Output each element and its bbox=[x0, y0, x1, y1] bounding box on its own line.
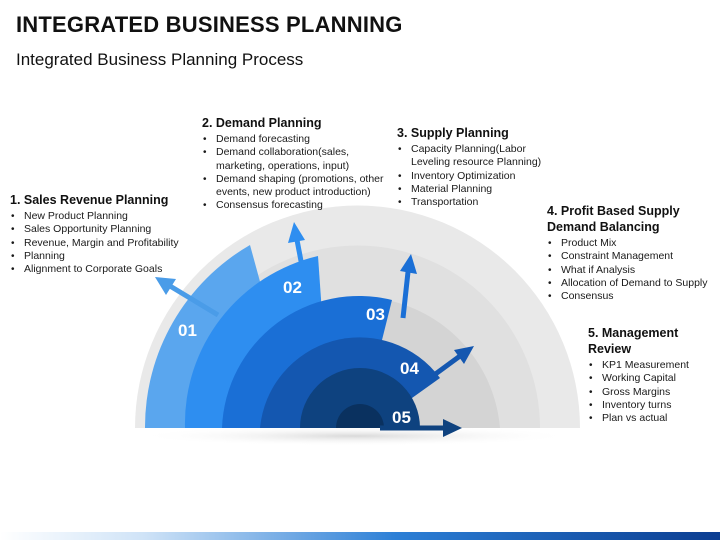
list-item: New Product Planning bbox=[11, 210, 200, 224]
step-number-04: 04 bbox=[400, 359, 419, 378]
step-5-title: 5. Management Review bbox=[588, 326, 679, 356]
center-core bbox=[336, 404, 384, 428]
step-number-05: 05 bbox=[392, 408, 411, 427]
list-item: Allocation of Demand to Supply bbox=[548, 277, 715, 291]
step-number-02: 02 bbox=[283, 278, 302, 297]
list-item: Gross Margins bbox=[589, 386, 698, 400]
step-4-block: 4. Profit Based Supply Demand Balancing … bbox=[547, 203, 715, 304]
list-item: Consensus bbox=[548, 290, 715, 304]
step-arc-05 bbox=[300, 368, 420, 428]
list-item: Working Capital bbox=[589, 372, 698, 386]
step-number-03: 03 bbox=[366, 305, 385, 324]
step-3-list: Capacity Planning(Labor Leveling resourc… bbox=[397, 143, 547, 210]
list-item: Constraint Management bbox=[548, 250, 715, 264]
step-4-list: Product Mix Constraint Management What i… bbox=[547, 237, 715, 304]
arrow-01 bbox=[155, 277, 220, 318]
step-1-block: 1. Sales Revenue Planning New Product Pl… bbox=[10, 192, 200, 277]
step-2-title: 2. Demand Planning bbox=[202, 116, 322, 130]
step-5-list: KP1 Measurement Working Capital Gross Ma… bbox=[588, 359, 698, 426]
page-title: INTEGRATED BUSINESS PLANNING bbox=[16, 12, 403, 37]
list-item: Consensus forecasting bbox=[203, 199, 387, 213]
step-3-title: 3. Supply Planning bbox=[397, 126, 509, 140]
step-number-01: 01 bbox=[178, 321, 197, 340]
step-2-list: Demand forecasting Demand collaboration(… bbox=[202, 133, 387, 213]
arrow-05 bbox=[380, 419, 462, 437]
list-item: Plan vs actual bbox=[589, 412, 698, 426]
list-item: Material Planning bbox=[398, 183, 547, 197]
arrow-04 bbox=[428, 346, 474, 381]
list-item: Revenue, Margin and Profitability bbox=[11, 237, 200, 251]
arrow-02 bbox=[288, 222, 308, 283]
step-2-block: 2. Demand Planning Demand forecasting De… bbox=[202, 115, 387, 213]
list-item: Alignment to Corporate Goals bbox=[11, 263, 200, 277]
bottom-accent-bar bbox=[0, 532, 720, 540]
floor-shadow bbox=[135, 426, 575, 446]
arrow-03 bbox=[400, 254, 417, 319]
list-item: Transportation bbox=[398, 196, 547, 210]
step-1-title: 1. Sales Revenue Planning bbox=[10, 193, 169, 207]
list-item: KP1 Measurement bbox=[589, 359, 698, 373]
step-5-block: 5. Management Review KP1 Measurement Wor… bbox=[588, 325, 698, 426]
list-item: Planning bbox=[11, 250, 200, 264]
list-item: Demand collaboration(sales, marketing, o… bbox=[203, 146, 387, 173]
list-item: Capacity Planning(Labor Leveling resourc… bbox=[398, 143, 547, 170]
step-4-title: 4. Profit Based Supply Demand Balancing bbox=[547, 204, 680, 234]
list-item: Demand shaping (promotions, other events… bbox=[203, 173, 387, 200]
list-item: Product Mix bbox=[548, 237, 715, 251]
step-1-list: New Product Planning Sales Opportunity P… bbox=[10, 210, 200, 277]
step-3-block: 3. Supply Planning Capacity Planning(Lab… bbox=[397, 125, 547, 210]
list-item: What if Analysis bbox=[548, 264, 715, 278]
list-item: Demand forecasting bbox=[203, 133, 387, 147]
list-item: Inventory Optimization bbox=[398, 170, 547, 184]
list-item: Sales Opportunity Planning bbox=[11, 223, 200, 237]
list-item: Inventory turns bbox=[589, 399, 698, 413]
page-subtitle: Integrated Business Planning Process bbox=[16, 50, 304, 69]
